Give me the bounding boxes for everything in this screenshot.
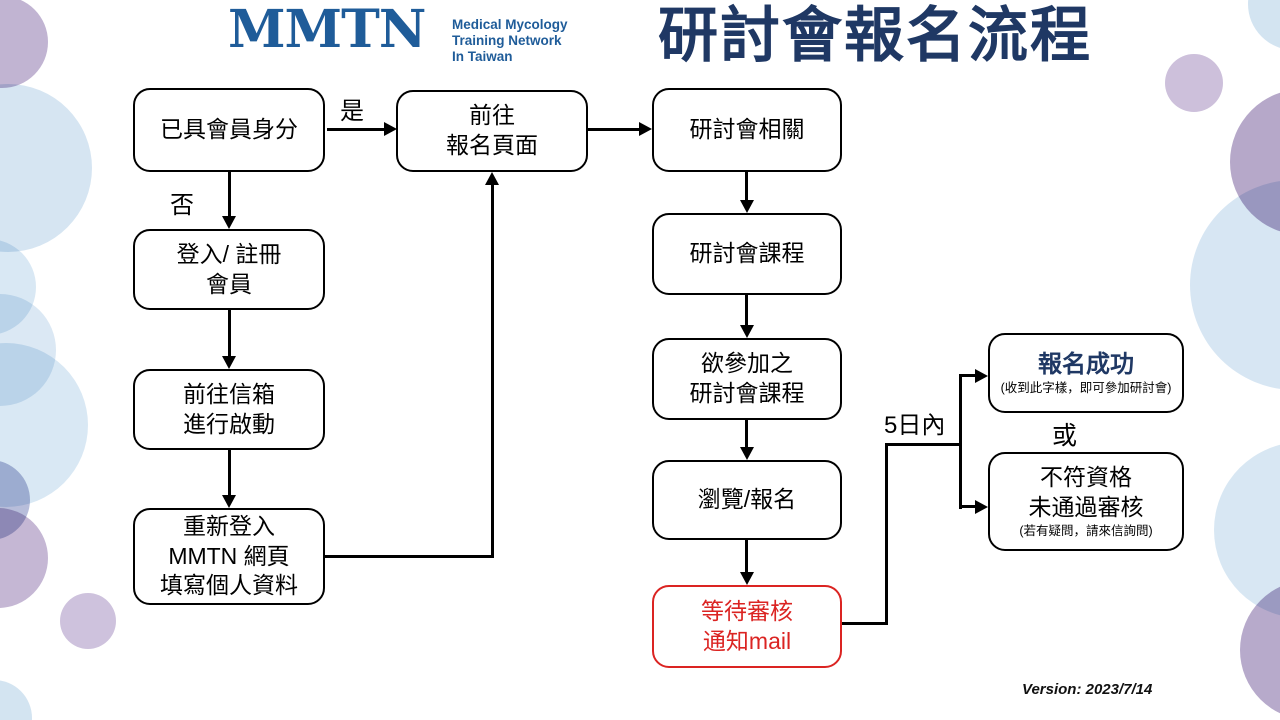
connector-line <box>228 310 231 357</box>
arrowhead <box>222 356 236 369</box>
connector-line <box>959 505 977 508</box>
arrowhead <box>485 172 499 185</box>
edge-label-no: 否 <box>170 192 194 219</box>
node-text: 研討會課程 <box>689 240 805 267</box>
connector-line <box>325 555 494 558</box>
flow-node-browse-register: 瀏覽/報名 <box>652 460 842 540</box>
decor-circle <box>1190 180 1280 390</box>
arrowhead <box>222 216 236 229</box>
flow-node-seminar-related: 研討會相關 <box>652 88 842 172</box>
arrowhead <box>222 495 236 508</box>
connector-line <box>491 185 494 558</box>
flow-node-rejected: 不符資格 未通過審核 (若有疑問，請來信詢問) <box>988 452 1184 551</box>
decor-circle <box>1240 580 1280 720</box>
arrowhead <box>975 369 988 383</box>
node-text: 等待審核 <box>701 597 793 624</box>
arrowhead <box>740 200 754 213</box>
connector-line <box>959 374 977 377</box>
connector-line <box>228 172 231 218</box>
node-text: 通知mail <box>702 627 792 654</box>
connector-line <box>745 295 748 326</box>
connector-line <box>885 443 962 446</box>
version-label: Version: 2023/7/14 <box>1022 681 1153 698</box>
arrowhead <box>740 447 754 460</box>
decor-circle <box>0 508 48 608</box>
node-text: 研討會相關 <box>689 116 805 143</box>
node-text: 已具會員身分 <box>160 116 298 143</box>
node-text: 不符資格 <box>1040 463 1132 490</box>
flow-node-login-register: 登入/ 註冊 會員 <box>133 229 325 310</box>
node-text: 報名頁面 <box>446 132 538 158</box>
decor-circle <box>0 0 48 88</box>
connector-line <box>228 450 231 496</box>
edge-label-yes: 是 <box>340 98 364 125</box>
flow-node-wait-review: 等待審核 通知mail <box>652 585 842 668</box>
node-text: 欲參加之 <box>701 350 793 377</box>
node-text: 登入/ 註冊 <box>176 240 282 267</box>
connector-line <box>959 374 962 509</box>
logo-subtitle-line: Medical Mycology <box>452 17 568 32</box>
decor-circle <box>0 294 56 406</box>
decor-circle <box>0 460 30 540</box>
arrowhead <box>384 122 397 136</box>
connector-line <box>842 622 888 625</box>
decor-circle <box>0 239 36 335</box>
arrowhead <box>975 500 988 514</box>
node-text: 填寫個人資料 <box>160 572 298 599</box>
node-text: MMTN 網頁 <box>168 542 290 569</box>
node-text: 瀏覽/報名 <box>697 486 797 513</box>
flow-node-desired-course: 欲參加之 研討會課程 <box>652 338 842 420</box>
page-title: 研討會報名流程 <box>658 2 1092 69</box>
logo-subtitle-line: Training Network <box>452 33 562 49</box>
connector-line <box>745 540 748 573</box>
connector-line <box>745 420 748 448</box>
edge-label-or: 或 <box>1052 422 1078 450</box>
decor-circle <box>0 84 92 252</box>
decor-circle <box>60 593 116 649</box>
decor-circle <box>0 680 32 720</box>
node-text: 前往 <box>469 102 515 129</box>
edge-label-within-days: 5日內 <box>884 412 946 439</box>
node-note: (若有疑問，請來信詢問) <box>1019 523 1153 538</box>
flow-node-relogin-fill: 重新登入 MMTN 網頁 填寫個人資料 <box>133 508 325 605</box>
connector-line <box>327 128 385 131</box>
node-text: 未通過審核 <box>1028 493 1144 520</box>
flow-node-success: 報名成功 (收到此字樣，即可參加研討會) <box>988 333 1184 413</box>
flow-node-member-status: 已具會員身分 <box>133 88 325 172</box>
node-text: 會員 <box>206 270 252 297</box>
node-text: 研討會課程 <box>689 380 805 406</box>
decor-circle <box>1230 89 1280 235</box>
flow-node-activate-mail: 前往信箱 進行啟動 <box>133 369 325 450</box>
logo-subtitle-line: In Taiwan <box>452 49 513 65</box>
node-text: 前往信箱 <box>183 380 275 407</box>
node-text: 重新登入 <box>183 512 275 539</box>
arrowhead <box>740 572 754 585</box>
connector-line <box>588 128 640 131</box>
logo-acronym: MMTN <box>228 0 426 60</box>
node-text: 進行啟動 <box>183 410 275 437</box>
decor-circle <box>1214 442 1280 618</box>
arrowhead <box>740 325 754 338</box>
node-text: 報名成功 <box>1038 350 1134 378</box>
node-note: (收到此字樣，即可參加研討會) <box>1000 380 1172 395</box>
decor-circle <box>0 343 88 507</box>
logo-subtitle: Medical Mycology Training Network In Tai… <box>452 17 568 66</box>
flow-node-goto-signup: 前往 報名頁面 <box>396 90 588 172</box>
arrowhead <box>639 122 652 136</box>
connector-line <box>745 172 748 202</box>
connector-line <box>885 443 888 625</box>
decor-circle <box>1248 0 1280 50</box>
flow-node-seminar-course: 研討會課程 <box>652 213 842 295</box>
